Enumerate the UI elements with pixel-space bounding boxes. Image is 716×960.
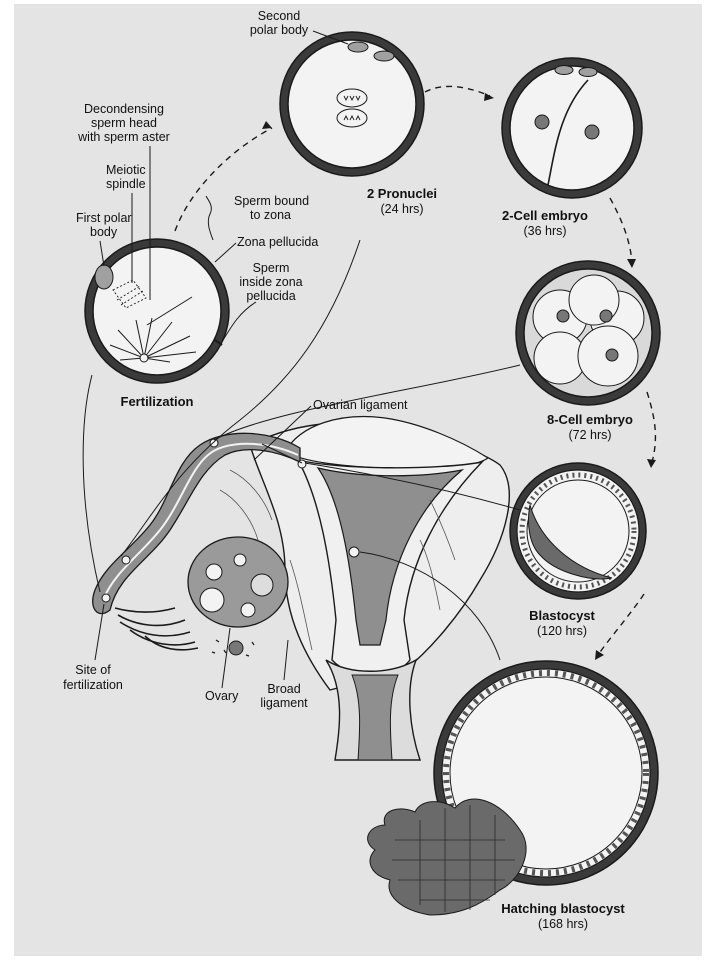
svg-text:Zona pellucida: Zona pellucida [237, 235, 318, 249]
second-polar-body [374, 51, 394, 61]
embryo-in-uterus [349, 547, 359, 557]
blastocyst [510, 463, 646, 599]
pronuclei-zygote [280, 32, 424, 176]
svg-text:Ovarian ligament: Ovarian ligament [313, 398, 408, 412]
nucleus [606, 349, 618, 361]
polar-body [555, 66, 573, 75]
svg-text:Blastocyst: Blastocyst [529, 608, 595, 623]
nucleus [585, 125, 599, 139]
pronucleus [337, 109, 367, 127]
svg-text:2-Cell embryo: 2-Cell embryo [502, 208, 588, 223]
embryo-in-tube [210, 439, 218, 447]
svg-text:2 Pronuclei: 2 Pronuclei [367, 186, 437, 201]
second-polar-body [348, 42, 368, 52]
eight-cell-embryo [516, 261, 660, 405]
pronucleus [337, 89, 367, 107]
svg-text:(24 hrs): (24 hrs) [380, 202, 423, 216]
svg-text:(72 hrs): (72 hrs) [568, 428, 611, 442]
first-polar-body [95, 265, 113, 289]
svg-text:(168 hrs): (168 hrs) [538, 917, 588, 931]
embryo-in-tube [122, 556, 130, 564]
polar-body [579, 68, 597, 77]
nucleus [557, 310, 569, 322]
two-cell-embryo [502, 58, 642, 198]
svg-text:Hatching blastocyst: Hatching blastocyst [501, 901, 625, 916]
nucleus [600, 310, 612, 322]
nucleus [535, 115, 549, 129]
svg-text:Fertilization: Fertilization [121, 394, 194, 409]
svg-text:8-Cell embryo: 8-Cell embryo [547, 412, 633, 427]
svg-text:(120 hrs): (120 hrs) [537, 624, 587, 638]
stage-fertilization: Fertilization [121, 394, 194, 409]
svg-text:(36 hrs): (36 hrs) [523, 224, 566, 238]
embryo-site [102, 594, 110, 602]
svg-text:Ovary: Ovary [205, 689, 239, 703]
